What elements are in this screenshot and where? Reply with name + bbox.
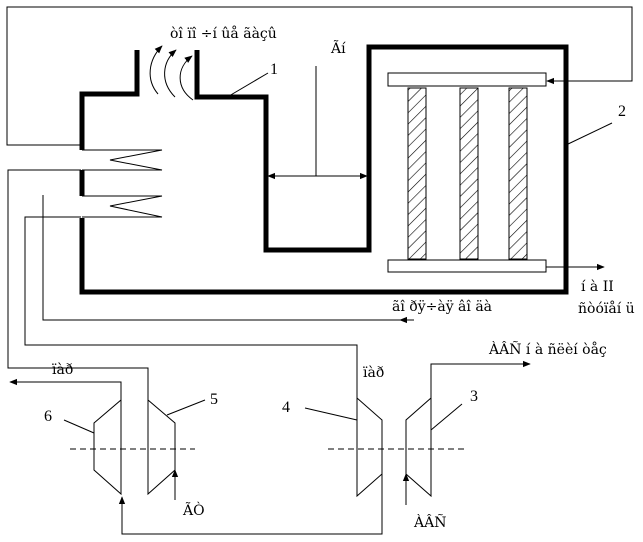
hot-water-line <box>42 195 414 321</box>
burner-1 <box>82 149 163 171</box>
catalyst-tube-1 <box>407 87 427 260</box>
number-1: 1 <box>270 61 278 78</box>
top-return-pipe <box>6 6 633 146</box>
reactor-top-plate <box>387 72 547 87</box>
gap-label: Ãí <box>330 39 346 57</box>
number-5: 5 <box>210 391 218 408</box>
fuel-line-burner-1 <box>7 169 149 400</box>
second-stage-label-1: í à II <box>581 278 614 295</box>
leader-5 <box>166 399 206 416</box>
compressor-3-right <box>405 396 432 498</box>
leader-1 <box>228 72 269 97</box>
leader-2 <box>565 122 613 146</box>
number-2: 2 <box>618 103 626 120</box>
catalyst-tube-3 <box>508 87 528 260</box>
steam-in-label: ïàð <box>363 364 384 381</box>
reactor-bottom-plate <box>387 259 547 273</box>
number-3: 3 <box>470 388 478 405</box>
steam-out-label: ïàð <box>52 361 73 378</box>
leader-6 <box>63 419 95 434</box>
exhaust-label: òî ïî ÷í ûå ãàçû <box>170 25 277 42</box>
return-line-bottom <box>118 474 383 535</box>
number-6: 6 <box>44 408 52 425</box>
turbine-input-label: ÀÂÑ <box>413 513 446 531</box>
steam-out-line <box>9 378 122 400</box>
furnace-outline <box>79 44 569 295</box>
turbine-6-left <box>93 398 122 496</box>
burner-2 <box>82 195 163 218</box>
synthesis-line <box>430 360 531 398</box>
hot-water-label: ãî ðÿ÷àÿ âî äà <box>392 298 492 315</box>
compressor-5-right <box>147 398 176 496</box>
turbine-output-label: ÀÂÑ í à ñëèí òåç <box>488 340 607 358</box>
turbine-4-left <box>356 396 383 498</box>
exhaust-arrow-2 <box>164 49 177 98</box>
number-4: 4 <box>282 399 290 416</box>
fuel-input-label: ÃÒ <box>182 501 205 519</box>
burner-1-gap <box>79 150 86 170</box>
burner-2-gap <box>79 196 86 218</box>
leader-3 <box>430 403 463 431</box>
fuel-line-burner-2 <box>24 216 358 398</box>
leader-4 <box>304 407 358 421</box>
catalyst-tube-2 <box>459 87 479 260</box>
exhaust-arrow-3 <box>179 55 194 101</box>
second-stage-label-2: ñòóïåí ü <box>578 300 635 317</box>
exhaust-arrow-1 <box>149 45 163 95</box>
